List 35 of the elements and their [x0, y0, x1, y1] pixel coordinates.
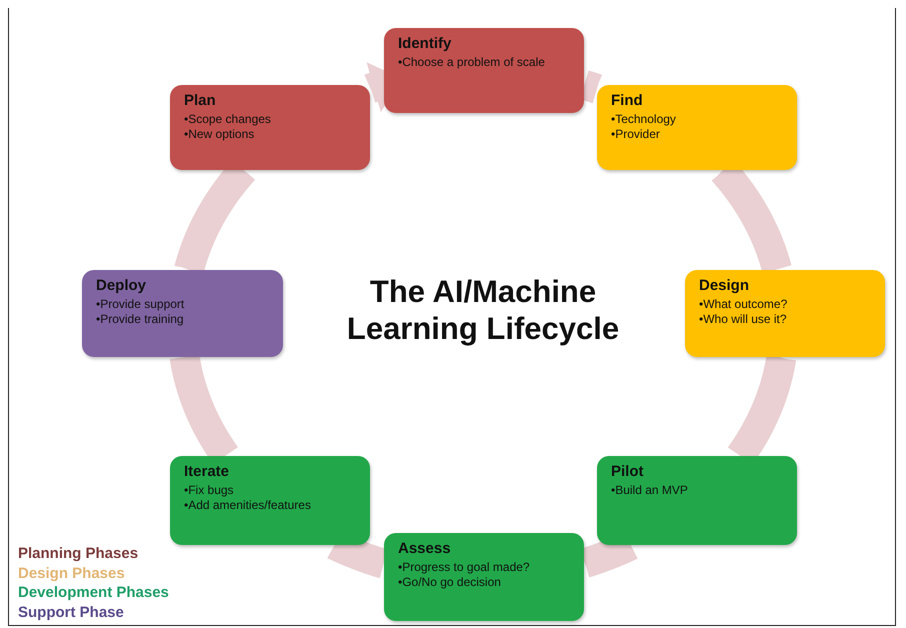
bullet-item: •Provide support — [96, 297, 184, 312]
legend-entry: Support Phase — [18, 602, 124, 622]
bullet-item: •New options — [184, 127, 254, 142]
bullet-item: •Provide training — [96, 312, 184, 327]
legend-entry: Design Phases — [18, 564, 125, 583]
bullet-item: •Choose a problem of scale — [398, 55, 545, 70]
phase-heading: Iterate — [184, 463, 230, 480]
legend-entry: Development Phases — [18, 583, 169, 602]
legend-entry: Planning Phases — [18, 544, 138, 564]
phase-box — [82, 270, 283, 357]
phase-box — [597, 85, 797, 170]
bullet-item: •Go/No go decision — [398, 575, 501, 590]
phase-heading: Assess — [398, 540, 451, 557]
bullet-item: •Build an MVP — [611, 483, 688, 498]
phase-box — [597, 456, 797, 545]
phase-box — [384, 533, 584, 621]
phase-heading: Design — [699, 277, 750, 294]
phase-heading: Pilot — [611, 463, 644, 480]
phase-box — [170, 456, 370, 545]
bullet-item: •Progress to goal made? — [398, 560, 530, 575]
bullet-item: •What outcome? — [699, 297, 788, 312]
phase-heading: Find — [611, 92, 643, 109]
bullet-item: •Technology — [611, 112, 676, 127]
phase-box — [384, 28, 584, 113]
phase-box — [685, 270, 885, 357]
phase-heading: Deploy — [96, 277, 146, 294]
bullet-item: •Add amenities/features — [184, 498, 311, 513]
bullet-item: •Scope changes — [184, 112, 271, 127]
phase-heading: Identify — [398, 35, 452, 52]
phase-heading: Plan — [184, 92, 216, 109]
phase-box — [170, 85, 370, 170]
bullet-item: •Fix bugs — [184, 483, 234, 498]
bullet-item: •Provider — [611, 127, 660, 142]
bullet-item: •Who will use it? — [699, 312, 787, 327]
diagram-title: The AI/Machine Learning Lifecycle — [346, 273, 620, 347]
